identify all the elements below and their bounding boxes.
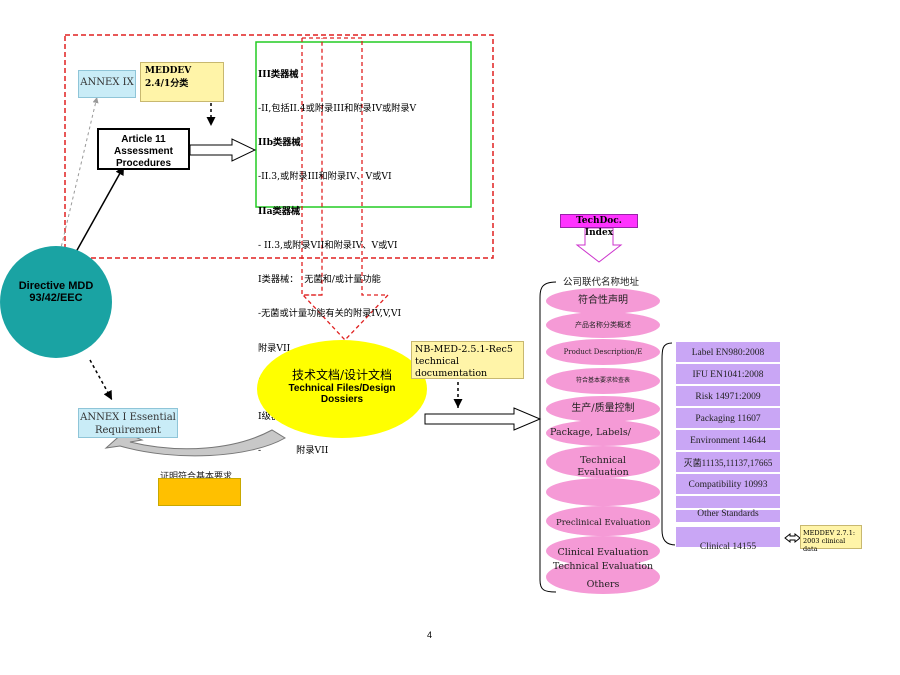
- company-header: 公司联代名称地址: [563, 277, 640, 288]
- toc-item: 产品名称分类概述: [546, 312, 660, 338]
- directive-line1: Directive MDD: [18, 280, 94, 292]
- class-line: -无菌或计量功能有关的附录IV,V,VI: [258, 308, 402, 320]
- toc-item: Product Description/E: [546, 339, 660, 365]
- article11-arrow: [189, 138, 257, 162]
- class-line: I类器械： 无菌和/或计量功能: [258, 274, 381, 286]
- standard-item: Risk 14971:2009: [675, 385, 781, 407]
- classification-frame: [255, 41, 472, 208]
- class-line: IIa类器械: [258, 205, 301, 217]
- standard-item: Label EN980:2008: [675, 341, 781, 363]
- article11-box: Article 11 Assessment Procedures: [97, 128, 190, 170]
- meddev-27-box: MEDDEV 2.7.1: 2003 clinical data: [800, 525, 862, 553]
- clinical-standard-box: Clinical 14155: [675, 526, 781, 552]
- standard-item: 灭菌11135,11137,17665: [675, 451, 781, 473]
- toc-item: 符合性声明: [546, 288, 660, 314]
- standards-bracket: [661, 342, 677, 546]
- article11-line1: Article 11: [121, 134, 166, 145]
- tech-files-cn: 技术文档/设计文档: [291, 368, 393, 382]
- annex-i-line2: Requirement: [94, 425, 162, 436]
- proof-label: 证明符合基本要求: [160, 472, 233, 482]
- toc-item: Package, Labels/: [546, 420, 660, 446]
- directive-to-article11: [75, 165, 125, 253]
- class-line: - II.3,或附录VII和附录IV、V或VI: [258, 239, 398, 251]
- annex-ix-box: ANNEX IX: [78, 70, 136, 98]
- toc-item: [546, 478, 660, 506]
- nbmed-box: NB-MED-2.5.1-Rec5 technical documentatio…: [411, 341, 524, 379]
- class-line: III类器械: [258, 68, 299, 80]
- meddev-24-label: MEDDEV 2.4/1分类: [145, 66, 192, 89]
- techdoc-index-box: TechDoc. Index: [560, 214, 638, 238]
- standard-item: Other Standards: [675, 509, 781, 523]
- directive-line2: 93/42/EEC: [29, 292, 83, 304]
- toc-item: 符合基本要求检查表: [546, 368, 660, 394]
- techdoc-index-label: TechDoc. Index: [576, 216, 622, 238]
- class-line: -II,包括II.4或附录III和附录IV或附录V: [258, 103, 417, 115]
- toc-item-last: Technical Evaluation Others: [546, 560, 660, 594]
- toc-bracket: [539, 281, 557, 593]
- annex-ix-label: ANNEX IX: [80, 77, 134, 88]
- tech-files-arrow: [424, 407, 542, 431]
- class-line: -II.3,或附录III和附录IV、V或VI: [258, 171, 392, 183]
- clinical-double-arrow: [784, 532, 801, 544]
- article11-line3: Procedures: [115, 158, 172, 169]
- page-number: 4: [427, 630, 433, 640]
- class-line: 附录VII,: [258, 342, 294, 354]
- meddev-24-box: MEDDEV 2.4/1分类: [140, 62, 224, 102]
- standard-item: Environment 14644: [675, 429, 781, 451]
- standard-item: IFU EN1041:2008: [675, 363, 781, 385]
- tech-files-en1: Technical Files/Design: [288, 383, 396, 394]
- toc-item: 生产/质量控制: [546, 396, 660, 422]
- article11-line2: Assessment: [114, 146, 173, 157]
- proof-orange-box: [158, 478, 241, 506]
- annex-i-line1: ANNEX I Essential: [80, 412, 176, 423]
- assessment-frame: [64, 34, 494, 259]
- tech-files-en2: Dossiers: [320, 394, 364, 405]
- standard-item: Compatibility 10993: [675, 473, 781, 495]
- techdoc-index-arrow: [575, 227, 623, 263]
- class-line: IIb类器械: [258, 137, 301, 149]
- nbmed-line2: technical documentation: [415, 356, 488, 379]
- class-line: - 附录VII: [258, 445, 329, 457]
- toc-item: Preclinical Evaluation: [546, 506, 660, 536]
- annex-i-box: ANNEX I Essential Requirement: [78, 408, 178, 438]
- nbmed-line1: NB-MED-2.5.1-Rec5: [415, 344, 513, 355]
- standard-item: Packaging 11607: [675, 407, 781, 429]
- standard-item: [675, 495, 781, 509]
- technical-files-ellipse: 技术文档/设计文档 Technical Files/Design Dossier…: [257, 340, 427, 438]
- directive-mdd-ellipse: Directive MDD 93/42/EEC: [0, 246, 112, 358]
- down-arrow-to-tech-files: [301, 37, 390, 341]
- toc-item: Technical Evaluation: [546, 446, 660, 478]
